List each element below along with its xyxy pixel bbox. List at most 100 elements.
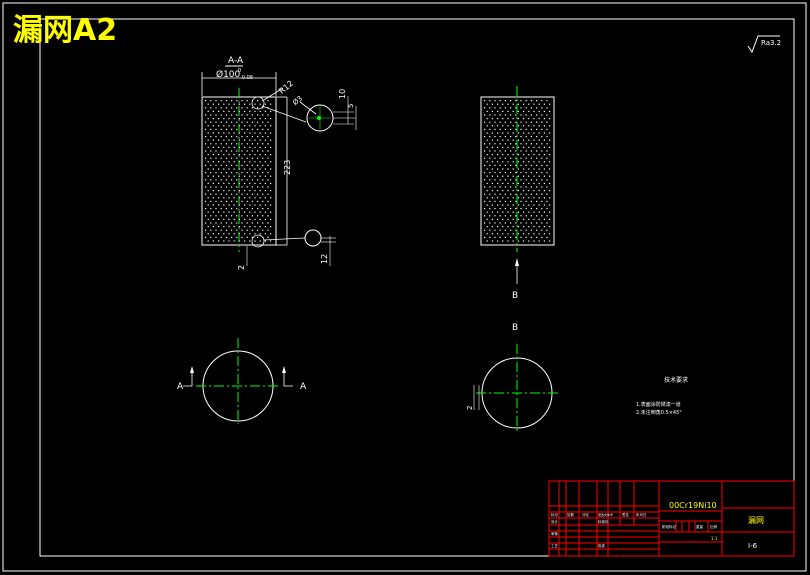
perforation-hole (236, 222, 238, 224)
perforation-hole (520, 164, 522, 166)
perforation-hole (233, 233, 235, 235)
top-view-b: B 2 (466, 323, 558, 432)
perforation-hole (517, 139, 519, 141)
perforation-hole (510, 208, 512, 210)
perforation-hole (486, 132, 488, 134)
perforation-hole (267, 157, 269, 159)
perforation-hole (244, 182, 246, 184)
perforation-hole (507, 154, 509, 156)
height-dim: 223 (283, 160, 292, 175)
perforation-hole (484, 107, 486, 109)
perforation-hole (212, 154, 214, 156)
perforation-hole (533, 233, 535, 235)
perforation-hole (228, 110, 230, 112)
perforation-hole (525, 222, 527, 224)
perforation-hole (267, 143, 269, 145)
perforation-hole (512, 175, 514, 177)
perforation-hole (489, 157, 491, 159)
perforation-hole (533, 168, 535, 170)
perforation-hole (536, 143, 538, 145)
perforation-pattern-a (205, 100, 272, 242)
perforation-hole (523, 218, 525, 220)
perforation-hole (541, 186, 543, 188)
perforation-hole (502, 132, 504, 134)
notes-heading: 技术要求 (664, 376, 688, 384)
perforation-hole (543, 132, 545, 134)
perforation-hole (499, 222, 501, 224)
perforation-hole (536, 179, 538, 181)
perforation-hole (549, 146, 551, 148)
perforation-hole (270, 190, 272, 192)
perforation-hole (528, 110, 530, 112)
tb-design: 设计 (551, 519, 559, 524)
perforation-hole (218, 118, 220, 120)
perforation-hole (264, 161, 266, 163)
perforation-hole (546, 143, 548, 145)
perforation-hole (520, 157, 522, 159)
perforation-hole (546, 200, 548, 202)
perforation-hole (244, 218, 246, 220)
perforation-hole (205, 121, 207, 123)
perforation-hole (525, 172, 527, 174)
perforation-hole (262, 150, 264, 152)
perforation-hole (533, 103, 535, 105)
perforation-hole (549, 190, 551, 192)
perforation-hole (538, 182, 540, 184)
perforation-hole (484, 236, 486, 238)
perforation-hole (249, 204, 251, 206)
perforation-hole (251, 222, 253, 224)
perforation-hole (267, 229, 269, 231)
perforation-hole (528, 125, 530, 127)
perforation-hole (536, 236, 538, 238)
perforation-hole (494, 143, 496, 145)
perforation-hole (546, 128, 548, 130)
perforation-hole (549, 110, 551, 112)
perforation-hole (525, 215, 527, 217)
perforation-hole (210, 107, 212, 109)
perforation-hole (499, 236, 501, 238)
perforation-hole (502, 139, 504, 141)
perforation-hole (207, 118, 209, 120)
perforation-hole (228, 161, 230, 163)
perforation-hole (499, 200, 501, 202)
perforation-hole (510, 179, 512, 181)
perforation-hole (246, 143, 248, 145)
perforation-hole (212, 125, 214, 127)
perforation-hole (520, 186, 522, 188)
perforation-hole (484, 150, 486, 152)
perforation-hole (528, 211, 530, 213)
cut-marker-left: A (177, 382, 184, 392)
perforation-hole (249, 218, 251, 220)
perforation-hole (502, 204, 504, 206)
perforation-hole (510, 107, 512, 109)
perforation-hole (546, 114, 548, 116)
perforation-hole (236, 179, 238, 181)
perforation-hole (520, 236, 522, 238)
perforation-hole (225, 200, 227, 202)
perforation-hole (541, 107, 543, 109)
perforation-hole (267, 222, 269, 224)
perforation-hole (257, 100, 259, 102)
perforation-hole (212, 132, 214, 134)
perforation-hole (515, 208, 517, 210)
perforation-hole (257, 186, 259, 188)
perforation-hole (270, 233, 272, 235)
perforation-hole (228, 218, 230, 220)
perforation-hole (533, 110, 535, 112)
perforation-hole (512, 204, 514, 206)
perforation-hole (486, 103, 488, 105)
perforation-hole (233, 226, 235, 228)
perforation-hole (484, 229, 486, 231)
perforation-hole (520, 215, 522, 217)
perforation-hole (257, 200, 259, 202)
perforation-hole (543, 182, 545, 184)
perforation-hole (205, 208, 207, 210)
perforation-hole (523, 211, 525, 213)
perforation-hole (244, 240, 246, 242)
perforation-hole (233, 125, 235, 127)
perforation-hole (504, 107, 506, 109)
perforation-hole (267, 172, 269, 174)
perforation-hole (231, 121, 233, 123)
perforation-hole (543, 125, 545, 127)
